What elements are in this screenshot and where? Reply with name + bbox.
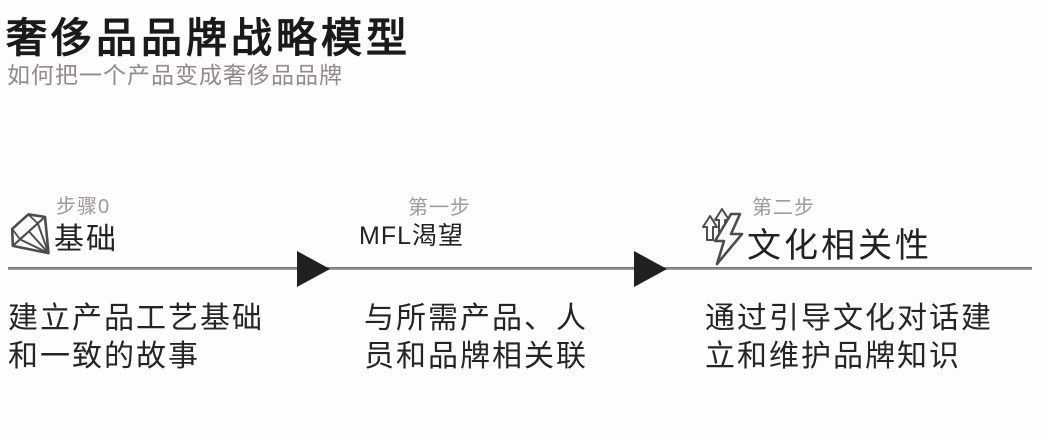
step-1-description: 与所需产品、人 员和品牌相关联	[364, 302, 588, 373]
diamond-icon	[8, 211, 60, 263]
step-1-label: 第一步	[408, 197, 471, 219]
step-0-label: 步骤0	[56, 196, 111, 218]
page-subtitle: 如何把一个产品变成奢侈品品牌	[7, 62, 343, 88]
step-1-title: MFL渴望	[359, 222, 465, 250]
step-2-title: 文化相关性	[747, 227, 932, 265]
page-title: 奢侈品品牌战略模型	[6, 15, 411, 61]
arrow-right-icon	[634, 251, 667, 287]
step-0-description: 建立产品工艺基础 和一致的故事	[8, 302, 264, 373]
step-2-label: 第二步	[752, 197, 815, 219]
timeline-line	[8, 267, 1032, 270]
step-2-description: 通过引导文化对话建 立和维护品牌知识	[705, 302, 993, 373]
lightning-arrows-icon	[700, 208, 750, 266]
step-0-title: 基础	[54, 223, 118, 256]
arrow-right-icon	[297, 251, 330, 287]
